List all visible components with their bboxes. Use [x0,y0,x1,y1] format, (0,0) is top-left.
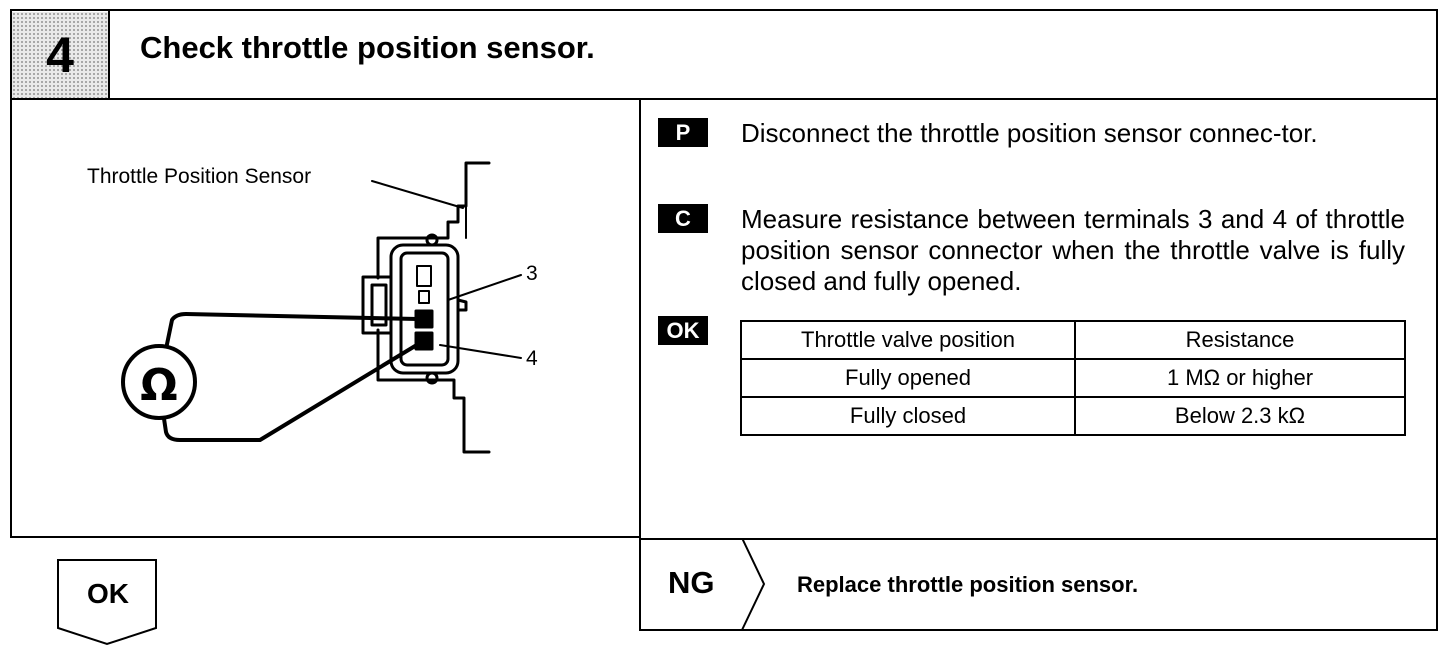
sensor-wiring-diagram: Ω [121,161,522,454]
frame-top [10,9,1438,11]
body-bottom-right [639,538,1438,540]
cell-resistance: Below 2.3 kΩ [1074,396,1406,436]
step-title: Check throttle position sensor. [140,30,595,65]
ok-result-label: OK [87,578,129,609]
header-throttle-position: Throttle valve position [740,320,1076,360]
terminal-3-label: 3 [526,262,538,285]
cell-position: Fully closed [740,396,1076,436]
header-resistance: Resistance [1074,320,1406,360]
table-row: Fully closed Below 2.3 kΩ [740,396,1406,436]
sensor-label: Throttle Position Sensor [87,165,312,188]
frame-left [10,9,12,537]
header-divider [10,98,1438,100]
body-bottom-left [10,536,641,538]
badge-ok: OK [658,316,708,345]
table-row: Fully opened 1 MΩ or higher [740,358,1406,398]
cell-resistance: 1 MΩ or higher [1074,358,1406,398]
ohmmeter [121,344,197,420]
frame-right [1436,9,1438,631]
cell-position: Fully opened [740,358,1076,398]
ok-result-box [57,559,157,646]
probe-wire-3 [158,312,420,380]
table-header-row: Throttle valve position Resistance [740,320,1406,360]
ng-result-label: NG [668,565,715,600]
instruction-disconnect: Disconnect the throttle position sensor … [741,118,1318,148]
ng-action-text: Replace throttle position sensor. [797,572,1139,597]
badge-c: C [658,204,708,233]
ohm-symbol: Ω [140,360,177,411]
column-divider [639,98,641,631]
resistance-spec-table: Throttle valve position Resistance Fully… [740,320,1406,436]
step-number: 4 [12,12,108,98]
instruction-measure: Measure resistance between terminals 3 a… [741,204,1405,296]
ng-bottom [639,629,1438,631]
ng-chevron [741,538,766,631]
sensor-leader-line [371,180,464,209]
probe-wire-4 [158,341,422,442]
sensor-housing [376,161,491,280]
terminal-4-label: 4 [526,347,538,370]
badge-p: P [658,118,708,147]
step-number-divider [108,9,110,100]
